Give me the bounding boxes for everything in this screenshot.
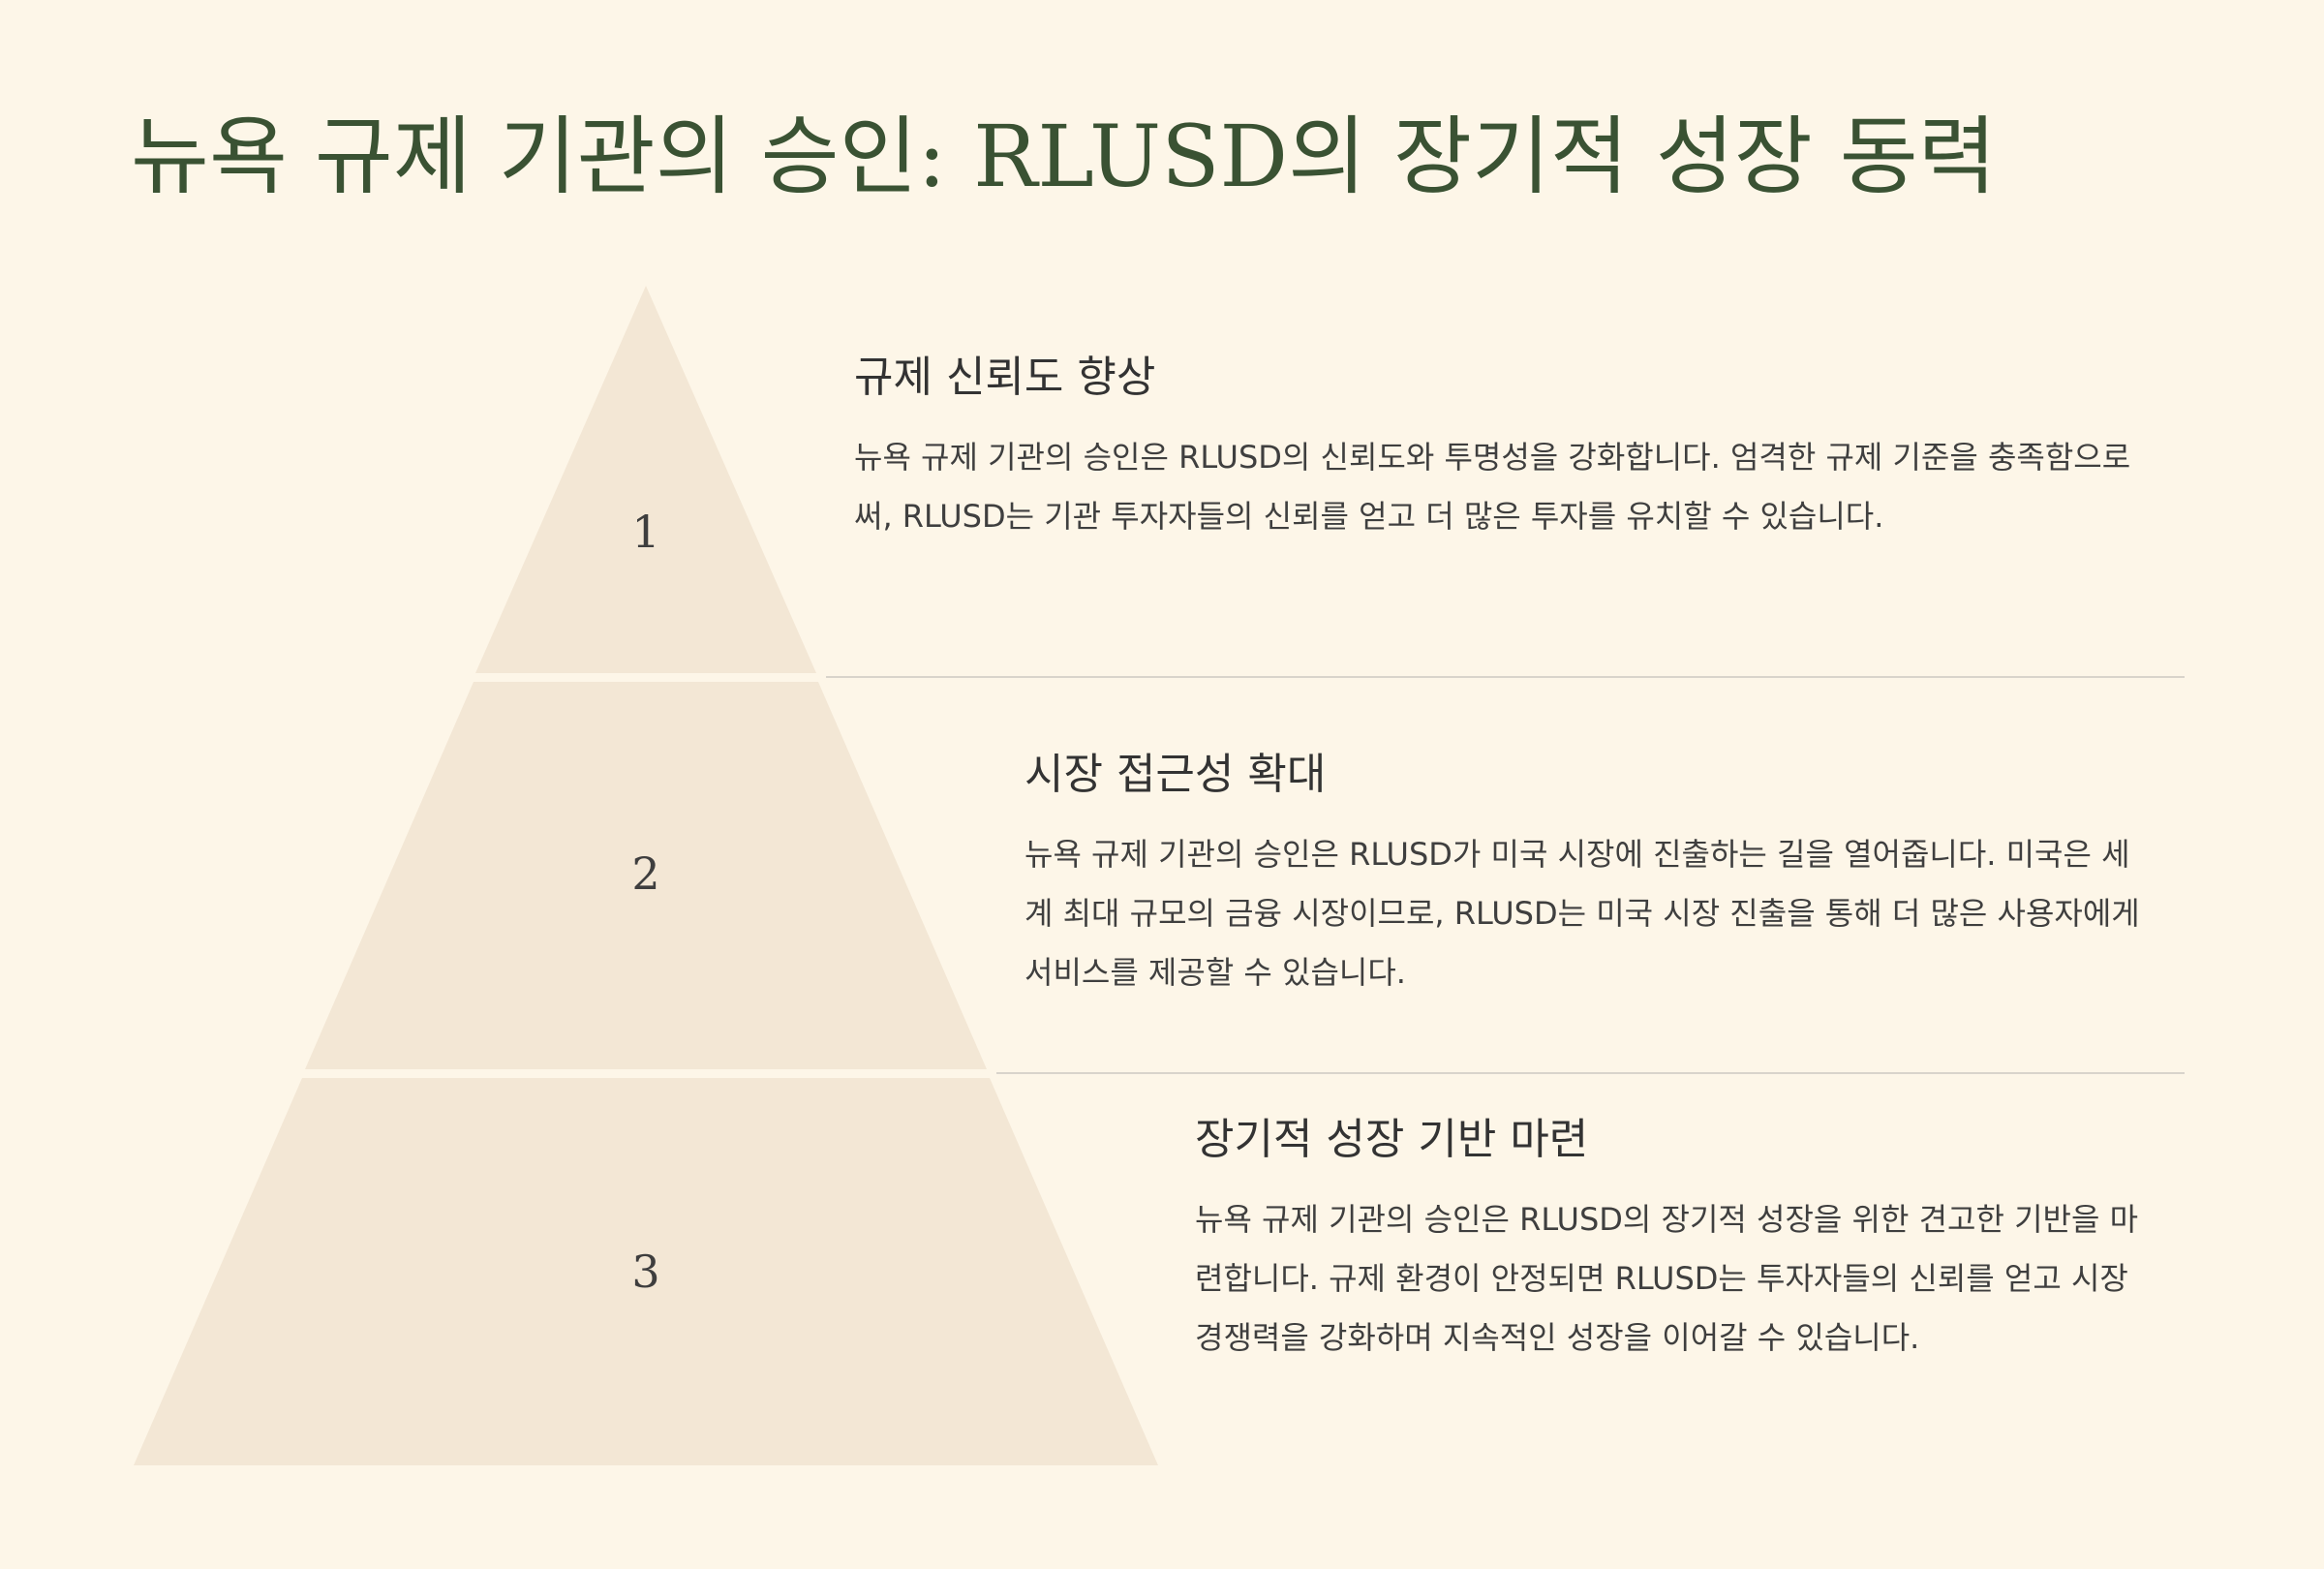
pyramid-tier-2 (305, 682, 987, 1069)
level-1-text: 규제 신뢰도 향상 뉴욕 규제 기관의 승인은 RLUSD의 신뢰도와 투명성을… (854, 349, 2152, 546)
level-3-description: 뉴욕 규제 기관의 승인은 RLUSD의 장기적 성장을 위한 견고한 기반을 … (1195, 1201, 2139, 1356)
tier-number-3: 3 (631, 1246, 659, 1298)
level-2-description: 뉴욕 규제 기관의 승인은 RLUSD가 미국 시장에 진출하는 길을 열어줍니… (1024, 836, 2140, 991)
divider-2 (996, 1072, 2185, 1074)
pyramid-tier-1 (475, 286, 816, 673)
tier-number-1: 1 (631, 506, 659, 558)
level-3-text: 장기적 성장 기반 마련 뉴욕 규제 기관의 승인은 RLUSD의 장기적 성장… (1195, 1111, 2152, 1368)
level-1-description: 뉴욕 규제 기관의 승인은 RLUSD의 신뢰도와 투명성을 강화합니다. 엄격… (854, 439, 2131, 535)
level-1-title: 규제 신뢰도 향상 (854, 353, 1156, 402)
level-2-text: 시장 접근성 확대 뉴욕 규제 기관의 승인은 RLUSD가 미국 시장에 진출… (1024, 746, 2152, 1002)
pyramid-tier-3 (134, 1078, 1158, 1465)
divider-1 (826, 676, 2185, 678)
level-3-title: 장기적 성장 기반 마련 (1195, 1115, 1589, 1164)
level-2-title: 시장 접근성 확대 (1024, 750, 1327, 799)
tier-number-2: 2 (631, 847, 659, 900)
page-title: 뉴욕 규제 기관의 승인: RLUSD의 장기적 성장 동력 (131, 107, 1997, 206)
